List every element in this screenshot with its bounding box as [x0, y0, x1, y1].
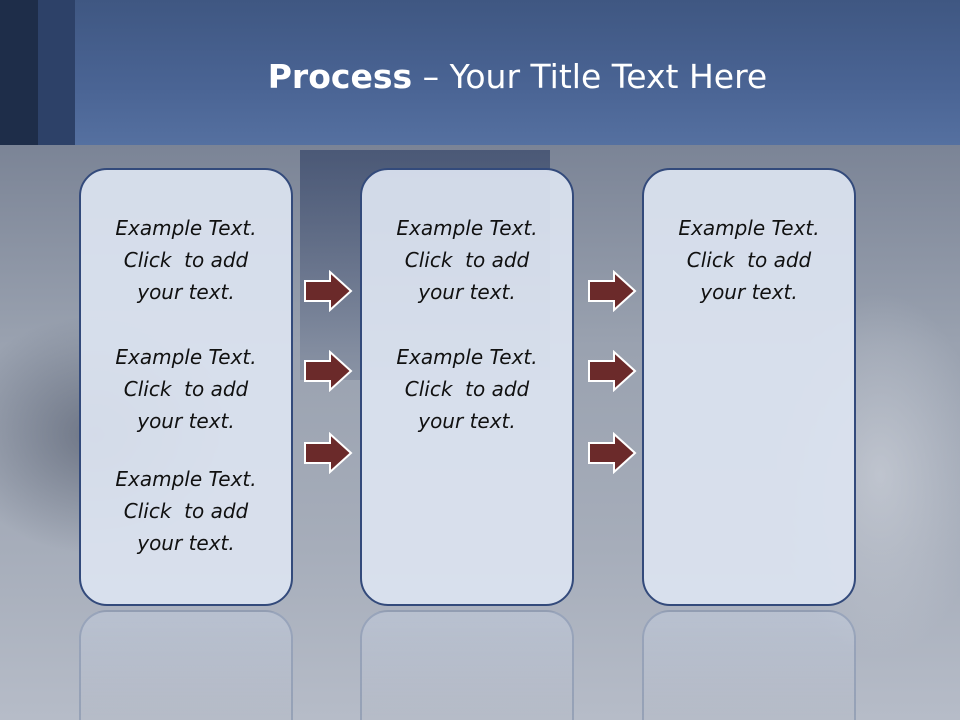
header-accent-dark [0, 0, 38, 145]
right-arrow-icon [588, 432, 637, 474]
step-1-text-3[interactable]: Example Text. Click to add your text. [81, 463, 291, 559]
right-arrow-icon [588, 350, 637, 392]
step-1-text-2[interactable]: Example Text. Click to add your text. [81, 341, 291, 437]
title-bar: Process – Your Title Text Here [0, 0, 960, 145]
text-line: Example Text. [115, 467, 257, 491]
box-reflection [642, 610, 856, 720]
right-arrow-icon [588, 270, 637, 312]
header-accent-mid [38, 0, 75, 145]
text-line: your text. [418, 280, 516, 304]
process-step-1[interactable]: Example Text. Click to add your text. Ex… [79, 168, 293, 606]
process-step-2[interactable]: Example Text. Click to add your text. Ex… [360, 168, 574, 606]
text-line: Click to add [686, 248, 812, 272]
text-line: Example Text. [396, 345, 538, 369]
text-line: Example Text. [115, 345, 257, 369]
text-line: your text. [137, 531, 235, 555]
text-line: Click to add [404, 248, 530, 272]
process-step-3[interactable]: Example Text. Click to add your text. [642, 168, 856, 606]
title-bold: Process [267, 57, 413, 96]
step-1-text-1[interactable]: Example Text. Click to add your text. [81, 212, 291, 308]
text-line: Click to add [123, 377, 249, 401]
right-arrow-icon [304, 350, 353, 392]
step-3-text-1[interactable]: Example Text. Click to add your text. [644, 212, 854, 308]
right-arrow-icon [304, 270, 353, 312]
slide-title[interactable]: Process – Your Title Text Here [75, 50, 960, 104]
step-2-text-1[interactable]: Example Text. Click to add your text. [362, 212, 572, 308]
right-arrow-icon [304, 432, 353, 474]
step-2-text-2[interactable]: Example Text. Click to add your text. [362, 341, 572, 437]
text-line: Example Text. [115, 216, 257, 240]
title-text: – Your Title Text Here [412, 57, 768, 96]
text-line: Example Text. [678, 216, 820, 240]
box-reflection [360, 610, 574, 720]
text-line: Click to add [404, 377, 530, 401]
text-line: your text. [700, 280, 798, 304]
text-line: your text. [137, 280, 235, 304]
box-reflection [79, 610, 293, 720]
text-line: Click to add [123, 499, 249, 523]
text-line: your text. [137, 409, 235, 433]
text-line: Example Text. [396, 216, 538, 240]
text-line: Click to add [123, 248, 249, 272]
text-line: your text. [418, 409, 516, 433]
